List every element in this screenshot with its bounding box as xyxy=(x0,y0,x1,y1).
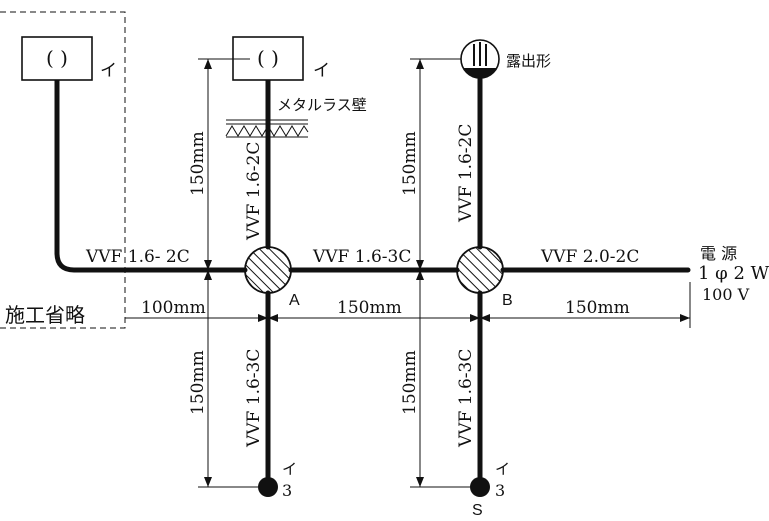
cable-b-to-source-label: VVF 2.0-2C xyxy=(540,247,639,267)
luminaire-center-symbol: ( ) xyxy=(257,46,279,70)
omitted-area-label: 施工省略 xyxy=(5,303,85,327)
cable-a-to-b-label: VVF 1.6-3C xyxy=(312,247,411,267)
cable-b-down-label: VVF 1.6-3C xyxy=(456,349,476,448)
cable-a-up-label: VVF 1.6-2C xyxy=(244,142,264,241)
dim-b-up: 150mm xyxy=(400,131,420,196)
junction-box-a xyxy=(244,246,292,294)
exposed-outlet-label: 露出形 xyxy=(506,53,551,70)
cable-left-label: VVF 1.6- 2C xyxy=(85,247,190,267)
dim-a-down: 150mm xyxy=(188,350,208,415)
dimension-lines xyxy=(125,58,691,488)
switch-a-label-i: イ xyxy=(282,460,297,478)
switch-b-symbol xyxy=(470,477,490,497)
cable-a-down-label: VVF 1.6-3C xyxy=(244,349,264,448)
cable-left xyxy=(54,77,248,273)
power-source-label: 電 源 xyxy=(700,244,737,263)
dim-b-down: 150mm xyxy=(400,350,420,415)
luminaire-center-label: イ xyxy=(313,61,330,81)
dim-b-to-source: 150mm xyxy=(565,298,630,318)
exposed-outlet xyxy=(460,39,500,79)
omitted-area-boundary xyxy=(0,11,126,329)
cable-b-up-label: VVF 1.6-2C xyxy=(456,124,476,223)
switch-b-label-i: イ xyxy=(495,460,510,478)
metal-lath-wall-symbol xyxy=(225,119,309,138)
switch-b-label-3: 3 xyxy=(495,481,505,500)
switch-s-label: S xyxy=(472,502,483,519)
cables xyxy=(54,75,691,481)
power-source-voltage: 100 V xyxy=(702,285,750,304)
junction-box-b-label: B xyxy=(502,292,513,309)
dim-a-up: 150mm xyxy=(188,131,208,196)
luminaire-left-symbol: ( ) xyxy=(46,46,68,70)
metal-lath-wall-label: メタルラス壁 xyxy=(277,97,367,114)
power-source-phase: 1 φ 2 W xyxy=(698,263,769,284)
luminaire-left: ( ) xyxy=(21,36,93,81)
junction-box-a-label: A xyxy=(289,292,300,309)
switch-a-label-3: 3 xyxy=(282,481,292,500)
junction-box-b xyxy=(456,246,504,294)
luminaire-left-label: イ xyxy=(100,61,117,81)
dim-left: 100mm xyxy=(141,298,206,318)
dim-a-to-b: 150mm xyxy=(337,298,402,318)
switch-a-symbol xyxy=(258,477,278,497)
